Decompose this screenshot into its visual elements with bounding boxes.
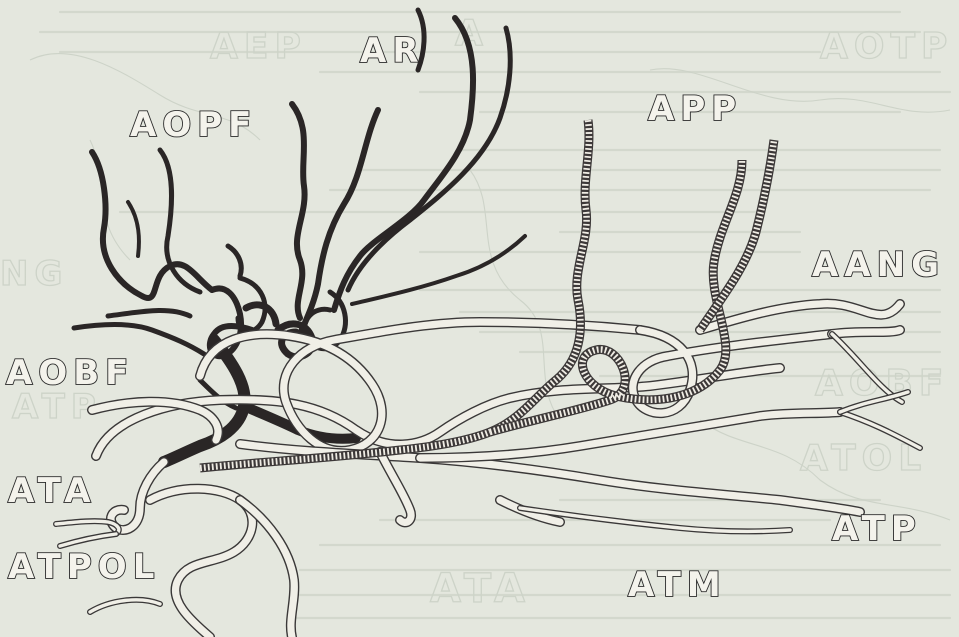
label-atp: ATP — [832, 509, 922, 549]
dark-vessels — [74, 10, 525, 462]
label-ar: AR — [360, 31, 425, 71]
background-bleedthrough: AEP A AOTP NG AOBF ATOL ATA ATP — [0, 12, 953, 618]
svg-text:ATA: ATA — [430, 566, 531, 612]
label-atpol: ATPOL — [8, 547, 160, 587]
label-aobf: AOBF — [6, 353, 134, 393]
label-app: APP — [648, 89, 742, 129]
label-aopf: AOPF — [130, 105, 257, 145]
svg-text:AOTP: AOTP — [820, 26, 953, 67]
label-atm: ATM — [628, 565, 727, 605]
beaded-vessels — [200, 120, 774, 468]
label-aang: AANG — [812, 245, 945, 285]
svg-text:AEP: AEP — [210, 26, 307, 67]
label-ata: ATA — [8, 471, 97, 511]
svg-text:NG: NG — [0, 254, 68, 294]
